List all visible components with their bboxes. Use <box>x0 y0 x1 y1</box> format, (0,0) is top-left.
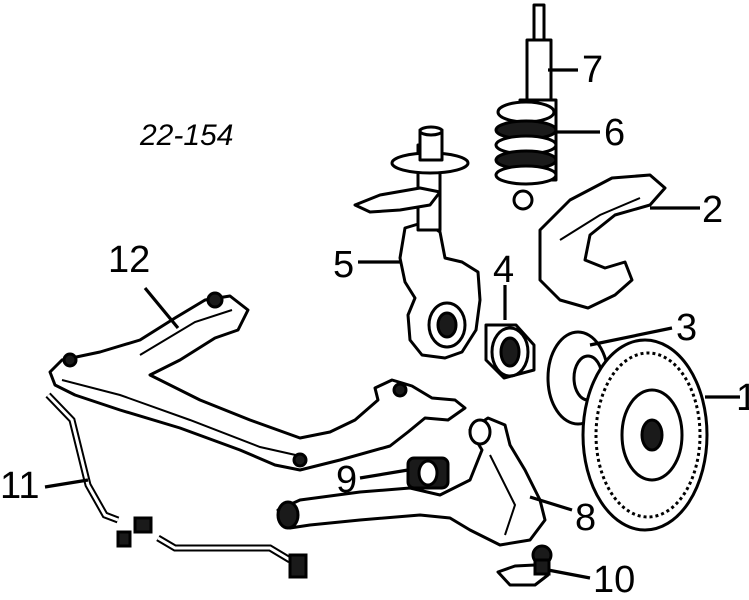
part-control-arm <box>276 416 547 547</box>
leader-10 <box>547 568 591 580</box>
callout-11: 11 <box>0 465 39 507</box>
leader-9 <box>359 468 409 480</box>
callout-1: 1 <box>736 377 749 419</box>
leader-11 <box>44 478 89 489</box>
callout-9: 9 <box>336 459 357 501</box>
callout-7: 7 <box>582 49 603 91</box>
callout-4: 4 <box>493 249 514 291</box>
part-coil-spring <box>494 100 558 211</box>
leader-3 <box>589 326 673 347</box>
callout-5: 5 <box>333 244 354 286</box>
part-steering-knuckle <box>353 143 482 360</box>
part-ball-joint <box>496 544 553 587</box>
callout-10: 10 <box>593 559 635 600</box>
callout-6: 6 <box>604 112 625 154</box>
callout-2: 2 <box>702 189 723 231</box>
callout-12: 12 <box>108 239 150 281</box>
callout-8: 8 <box>575 497 596 539</box>
part-bushing <box>406 456 450 490</box>
part-wheel-bearing <box>484 323 536 380</box>
part-stabilizer-bar <box>45 392 308 579</box>
part-brake-shield <box>538 173 667 310</box>
part-subframe <box>48 291 467 472</box>
leader-12 <box>143 286 180 330</box>
diagram-reference: 22-154 <box>139 119 233 152</box>
leader-8 <box>529 495 573 512</box>
part-brake-disc <box>581 338 709 532</box>
part-strut-mount <box>390 125 470 175</box>
callout-3: 3 <box>676 307 697 349</box>
